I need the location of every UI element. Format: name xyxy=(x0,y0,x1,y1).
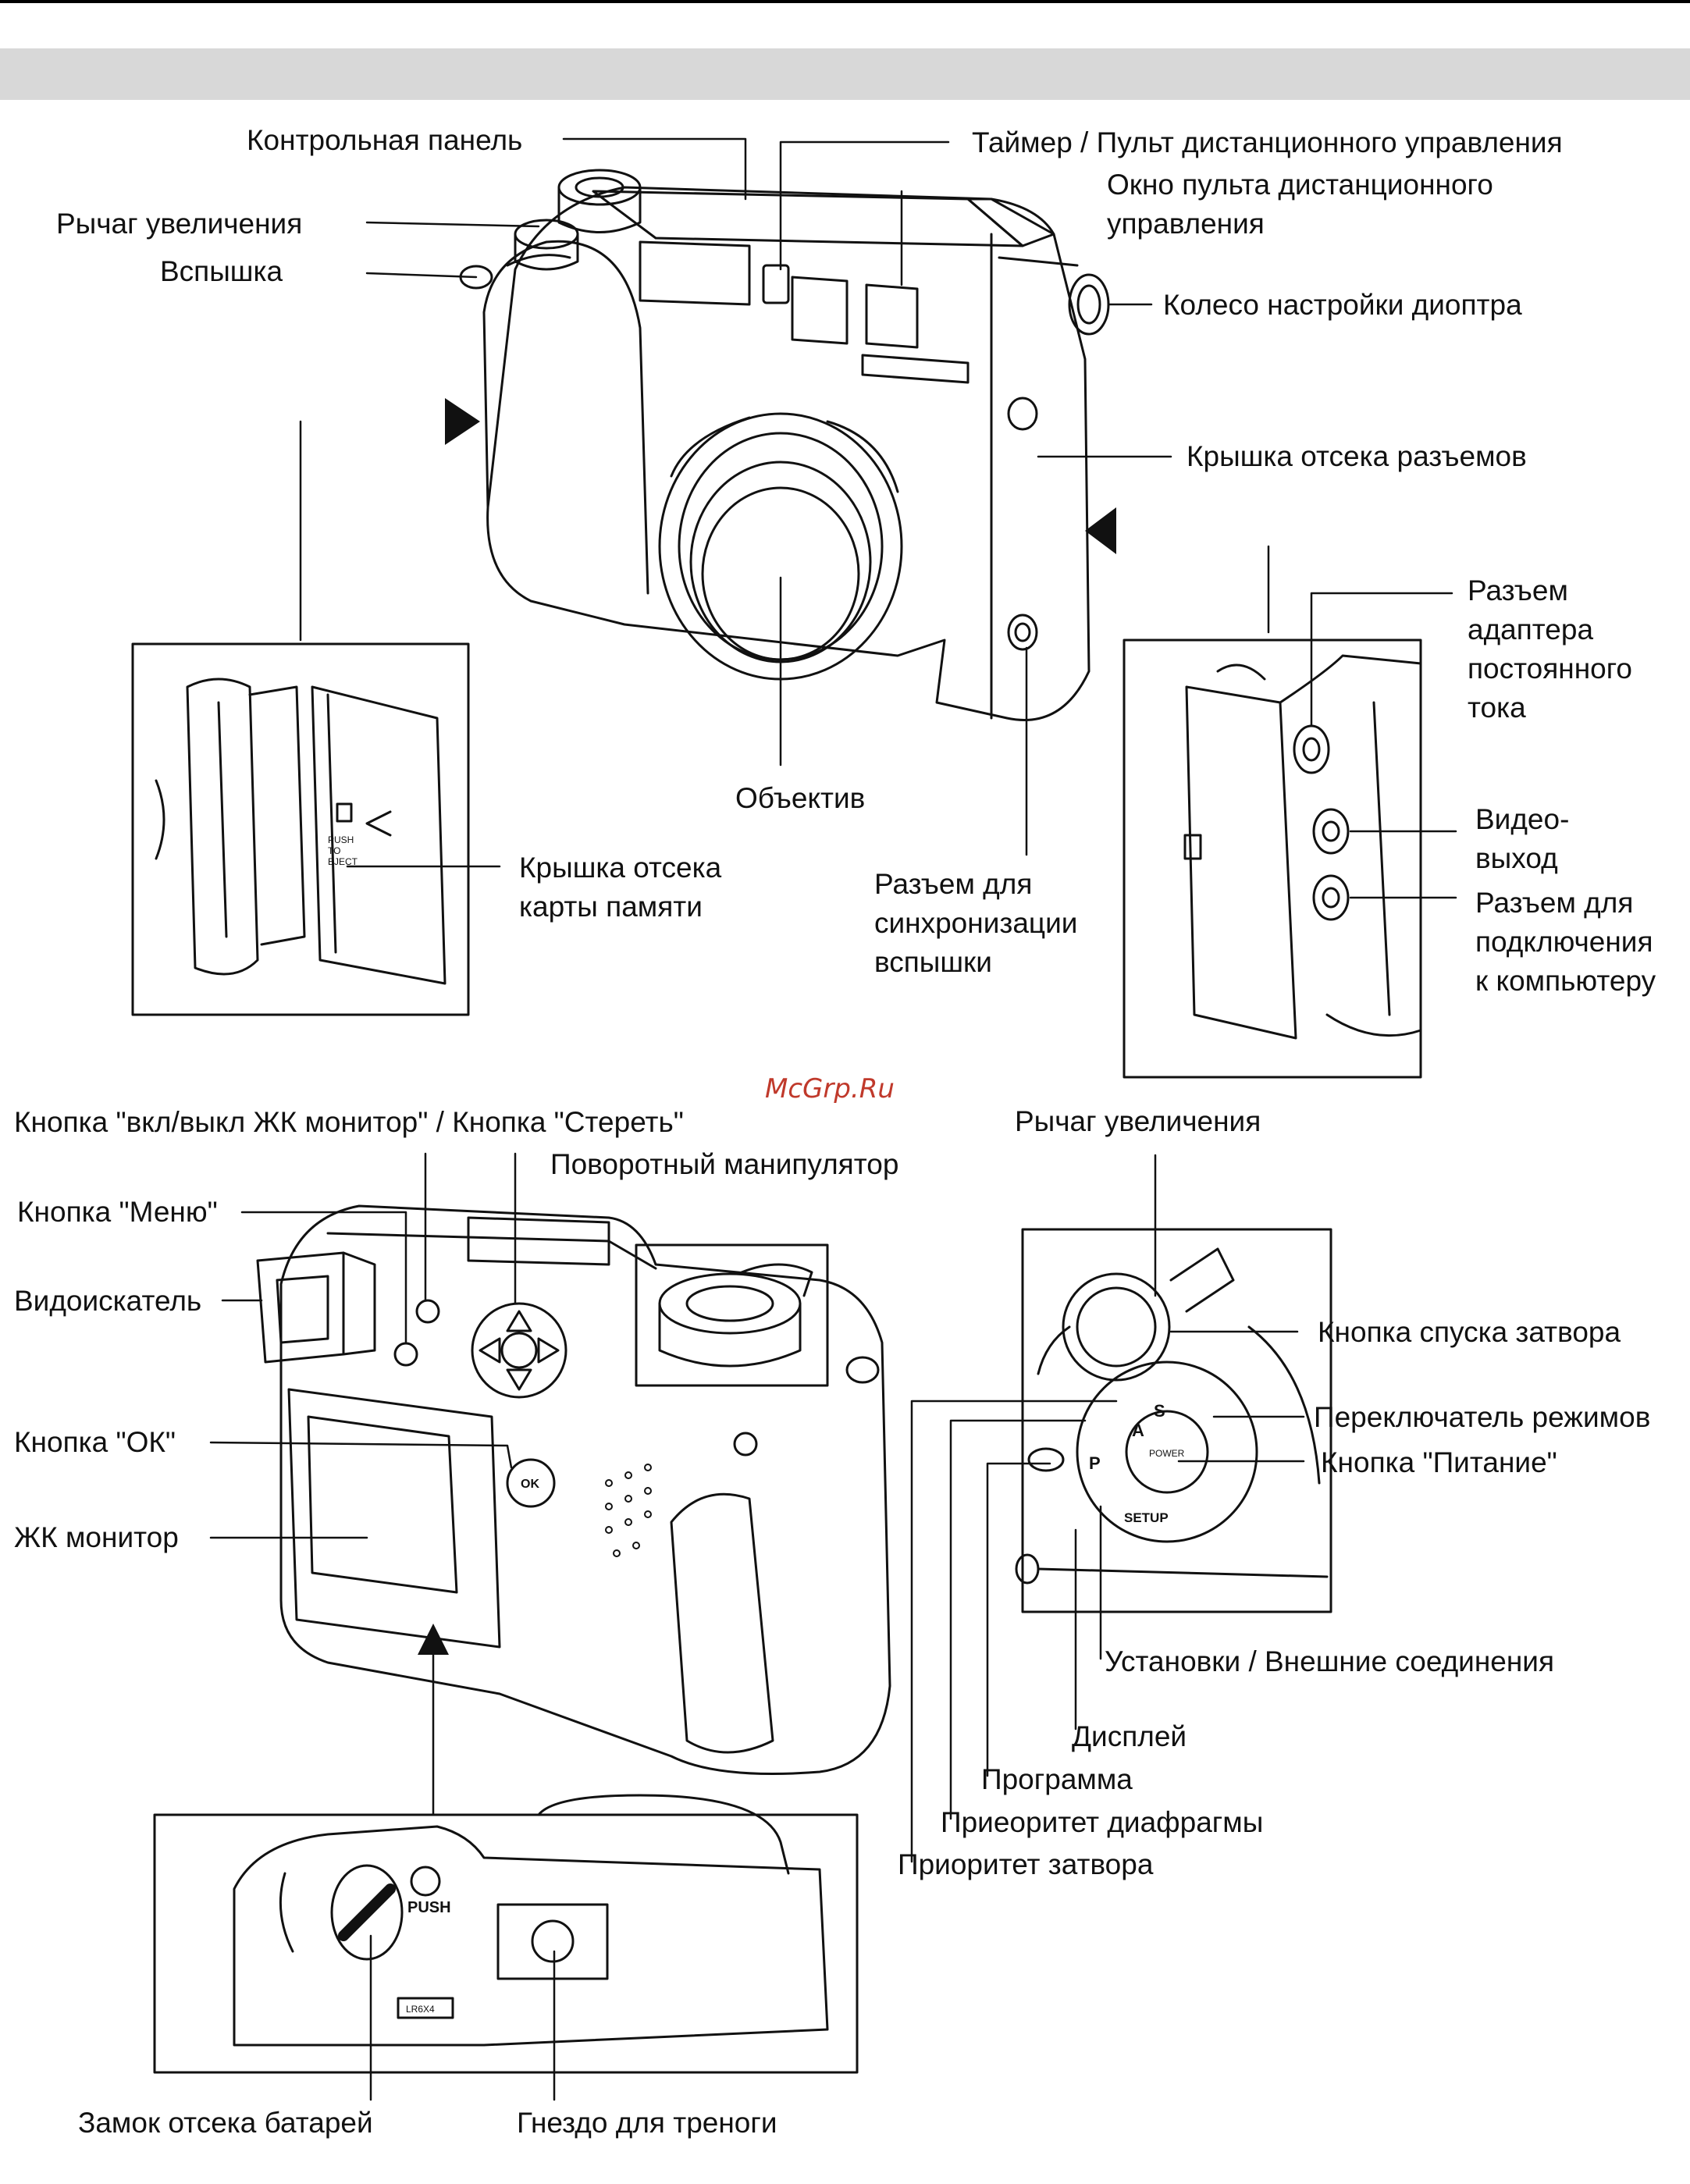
push-text: PUSH xyxy=(407,1899,451,1916)
card-text-push: PUSH xyxy=(328,834,354,845)
label-menu-button: Кнопка "Меню" xyxy=(17,1196,218,1228)
label-flash-sync-1: Разъем для xyxy=(874,868,1033,900)
dial-setup: SETUP xyxy=(1124,1510,1169,1525)
dial-a: A xyxy=(1132,1421,1144,1440)
label-pc-port-3: к компьютеру xyxy=(1475,965,1656,997)
battery-text: LR6X4 xyxy=(406,2004,435,2015)
watermark: McGrp.Ru xyxy=(765,1073,895,1104)
label-dc-in-3: постоянного xyxy=(1468,653,1632,685)
label-monitor-erase-button: Кнопка "вкл/выкл ЖК монитор" / Кнопка "С… xyxy=(14,1106,684,1138)
label-lcd-monitor: ЖК монитор xyxy=(14,1521,179,1553)
label-mode-dial: Переключатель режимов xyxy=(1314,1401,1651,1433)
label-flash: Вспышка xyxy=(160,255,283,287)
label-flash-sync-2: синхронизации xyxy=(874,907,1078,939)
label-lens: Объектив xyxy=(735,782,866,814)
label-card-cover-1: Крышка отсека xyxy=(519,852,722,884)
label-video-out-2: выход xyxy=(1475,842,1558,874)
back-camera-illustration xyxy=(256,1204,891,1775)
label-viewfinder: Видоискатель xyxy=(14,1285,202,1317)
label-remote-window-1: Окно пульта дистанционного xyxy=(1107,169,1493,201)
label-card-cover-2: карты памяти xyxy=(519,891,703,923)
bottom-inset xyxy=(153,1794,859,2074)
label-dc-in-4: тока xyxy=(1468,692,1526,724)
label-diopter-wheel: Колесо настройки диоптра xyxy=(1163,289,1522,321)
card-text-eject: EJECT xyxy=(328,856,358,867)
label-display: Дисплей xyxy=(1072,1720,1187,1752)
memory-card-inset xyxy=(131,642,470,1016)
label-control-panel: Контрольная панель xyxy=(247,124,523,156)
label-zoom-lever-front: Рычаг увеличения xyxy=(56,208,303,240)
label-zoom-lever-top: Рычаг увеличения xyxy=(1015,1105,1261,1137)
label-shutter-priority: Приоритет затвора xyxy=(898,1848,1154,1880)
inset-small-text: PUSH TO EJECT OK PUSH LR6X4 S A P SETUP … xyxy=(328,834,1185,2015)
label-aperture-priority: Приеоритет диафрагмы xyxy=(941,1806,1264,1838)
label-arrow-pad: Поворотный манипулятор xyxy=(550,1148,899,1180)
top-rule xyxy=(0,0,1690,3)
label-dc-in-1: Разъем xyxy=(1468,574,1568,606)
dial-p: P xyxy=(1089,1453,1101,1473)
label-flash-sync-3: вспышки xyxy=(874,946,992,978)
label-battery-lock: Замок отсека батарей xyxy=(78,2107,373,2139)
front-camera-illustration xyxy=(459,169,1110,721)
label-program: Программа xyxy=(981,1763,1133,1795)
label-self-timer-remote: Таймер / Пульт дистанционного управления xyxy=(972,126,1563,158)
dial-power: POWER xyxy=(1149,1448,1185,1459)
dial-s: S xyxy=(1154,1401,1165,1421)
pointer-arrows xyxy=(418,398,1116,1655)
header-band xyxy=(0,48,1690,100)
label-pc-port-1: Разъем для xyxy=(1475,887,1634,919)
ok-text: OK xyxy=(521,1478,539,1491)
label-tripod-socket: Гнездо для треноги xyxy=(517,2107,777,2139)
leader-lines xyxy=(209,137,1457,2101)
label-remote-window-2: управления xyxy=(1107,208,1265,240)
label-ok-button: Кнопка "ОК" xyxy=(14,1426,176,1458)
connector-inset xyxy=(1123,638,1422,1079)
label-pc-port-2: подключения xyxy=(1475,926,1653,958)
label-shutter-button: Кнопка спуска затвора xyxy=(1318,1316,1621,1348)
label-video-out-1: Видео- xyxy=(1475,803,1570,835)
label-setup: Установки / Внешние соединения xyxy=(1105,1645,1554,1677)
label-connector-cover: Крышка отсека разъемов xyxy=(1187,440,1527,472)
label-dc-in-2: адаптера xyxy=(1468,614,1594,646)
label-power-button: Кнопка "Питание" xyxy=(1321,1446,1557,1478)
card-text-to: TO xyxy=(328,845,340,856)
